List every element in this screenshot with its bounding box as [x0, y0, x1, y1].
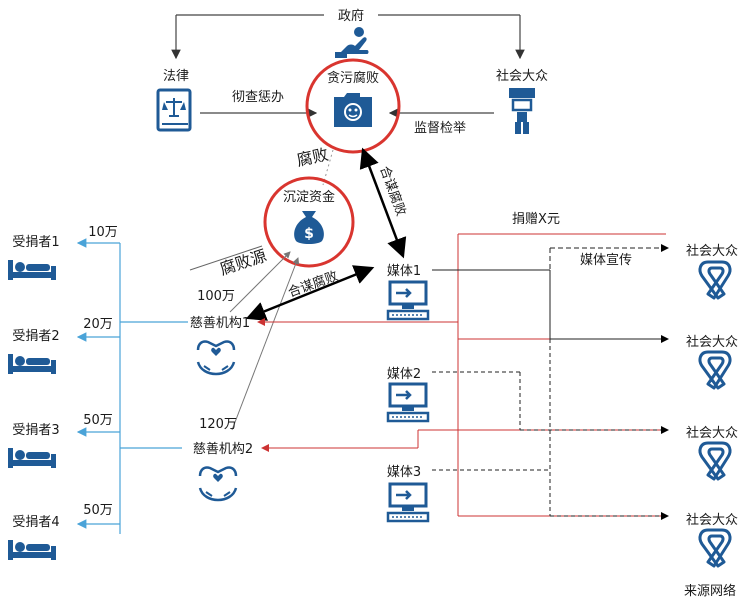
government-label: 政府 — [338, 9, 364, 24]
government-hand-icon — [335, 27, 369, 58]
public4-ribbon-icon — [698, 528, 732, 568]
corruption-highlight-ring — [305, 58, 401, 154]
recipient3-label: 受捐者3 — [12, 423, 59, 438]
media1-computer-icon — [386, 280, 430, 321]
media2-computer-icon — [386, 382, 430, 423]
amount-r2-label: 20万 — [83, 317, 113, 332]
media1-label: 媒体1 — [387, 264, 421, 279]
amount-charity2-label: 120万 — [199, 417, 237, 432]
recipient4-bed-icon — [8, 540, 56, 560]
law-label: 法律 — [163, 69, 189, 84]
svg-text:$: $ — [304, 226, 314, 242]
amount-r3-label: 50万 — [83, 413, 113, 428]
collusion-diagonal-arrow — [245, 265, 375, 321]
money-bag-icon: $ — [294, 211, 324, 244]
media-promo-label: 媒体宣传 — [580, 252, 632, 268]
media-promo-flows — [432, 244, 669, 520]
law-book-icon — [156, 88, 192, 132]
source-note: 来源网络 — [684, 583, 736, 599]
media3-label: 媒体3 — [387, 465, 421, 480]
fund-label: 沉淀资金 — [283, 189, 335, 205]
investigate-label: 彻查惩办 — [232, 90, 284, 105]
corruption-label: 贪污腐败 — [327, 71, 379, 86]
corrupt-link — [322, 149, 334, 186]
public4-label: 社会大众 — [686, 512, 738, 528]
public2-label: 社会大众 — [686, 334, 738, 350]
recipient1-bed-icon — [8, 260, 56, 280]
charity1-label: 慈善机构1 — [190, 315, 250, 331]
recipient1-label: 受捐者1 — [12, 235, 59, 250]
media3-computer-icon — [386, 482, 430, 523]
charity1-hands-icon — [196, 340, 236, 376]
citizen-icon — [509, 88, 535, 134]
corruption-folder-icon — [334, 93, 372, 127]
corruption-source-line — [189, 245, 263, 271]
collusion-vertical-arrow — [359, 147, 407, 259]
charity2-hands-icon — [198, 466, 238, 502]
amount-r1-label: 10万 — [88, 225, 118, 240]
recipient3-bed-icon — [8, 448, 56, 468]
recipient2-bed-icon — [8, 354, 56, 374]
collusion-vertical-label: 合谋腐败 — [376, 164, 408, 218]
public1-ribbon-icon — [698, 260, 732, 300]
public3-ribbon-icon — [698, 441, 732, 481]
supervise-label: 监督检举 — [414, 121, 466, 136]
amount-charity1-label: 100万 — [197, 289, 235, 304]
recipient2-label: 受捐者2 — [12, 329, 59, 344]
public2-ribbon-icon — [698, 350, 732, 390]
media2-label: 媒体2 — [387, 367, 421, 382]
charity2-to-fund-arrow — [231, 257, 300, 431]
public1-label: 社会大众 — [686, 243, 738, 259]
charity2-label: 慈善机构2 — [193, 441, 253, 457]
corruption-source-label: 腐败源 — [217, 246, 269, 279]
recipient4-label: 受捐者4 — [12, 515, 59, 530]
amount-r4-label: 50万 — [83, 503, 113, 518]
corrupt-label: 腐败 — [295, 145, 330, 170]
public3-label: 社会大众 — [686, 425, 738, 441]
donate-label: 捐赠X元 — [512, 212, 560, 227]
public-top-label: 社会大众 — [496, 68, 548, 84]
collusion-diagonal-label: 合谋腐败 — [286, 269, 340, 301]
